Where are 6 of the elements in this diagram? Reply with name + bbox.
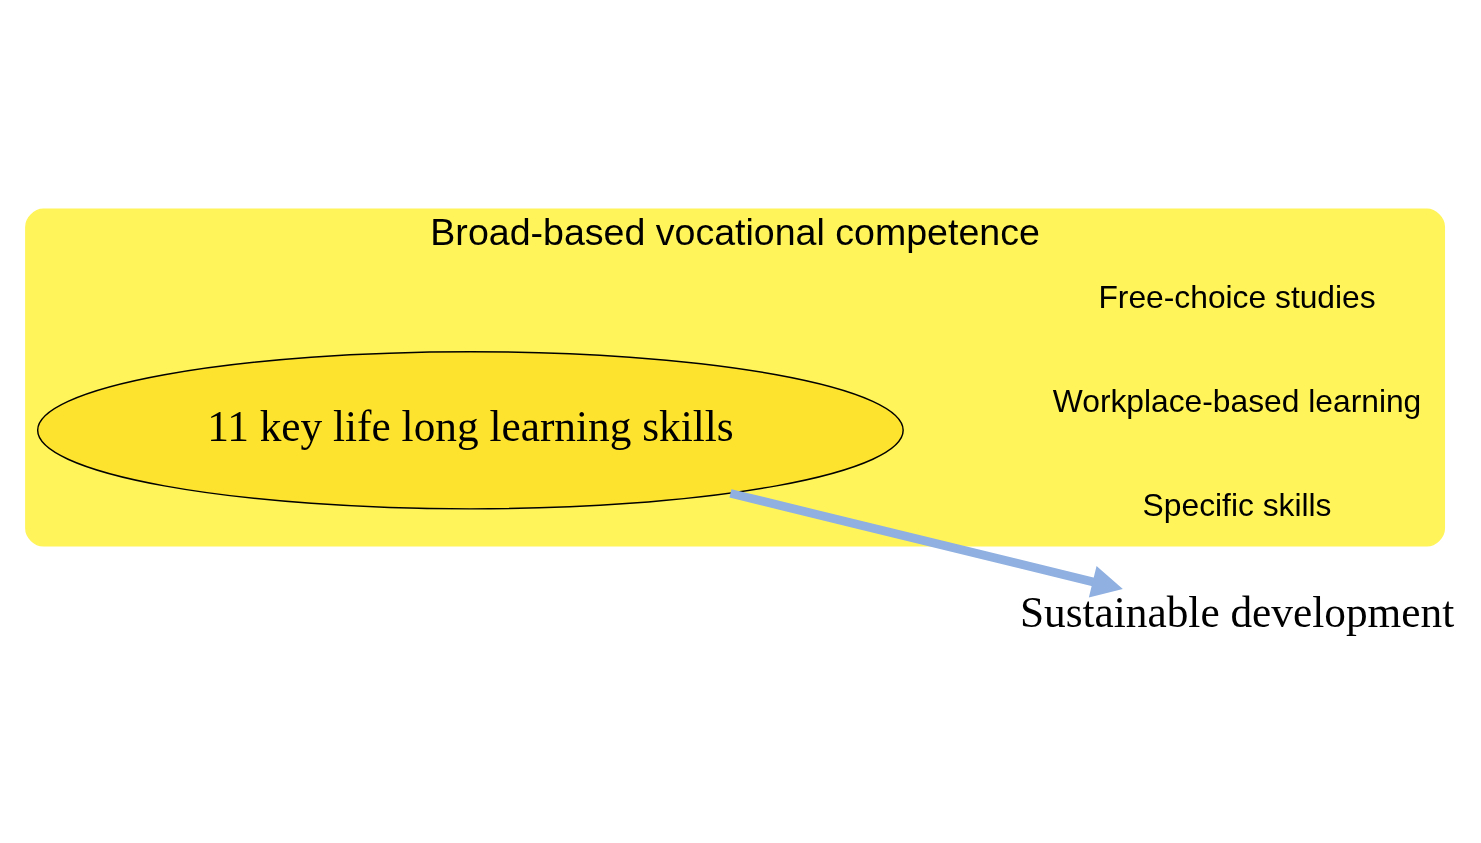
label: Workplace-based learning (1052, 382, 1422, 419)
label: Specific skills (1142, 486, 1332, 523)
label: Free-choice studies (1098, 278, 1376, 315)
node-text: Sustainable development (1019, 587, 1455, 636)
node-ellipse: 11 key life long learning skills (36, 350, 904, 510)
arrow (729, 488, 1123, 598)
